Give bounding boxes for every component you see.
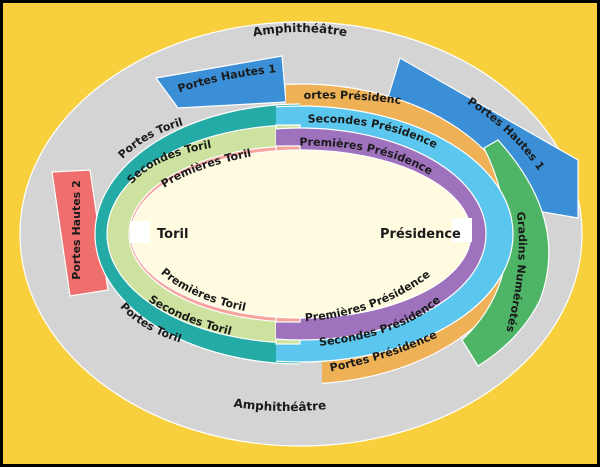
label-amphitheatre-top: Amphithéâtre <box>252 21 349 39</box>
label-portes-hautes-2: Portes Hautes 2 <box>70 180 83 280</box>
label-amphitheatre-bottom: Amphithéâtre <box>233 396 327 414</box>
toril-gate <box>130 221 150 243</box>
label-presidence: Présidence <box>380 227 461 242</box>
label-toril: Toril <box>157 227 188 242</box>
presidence-box <box>452 218 472 242</box>
